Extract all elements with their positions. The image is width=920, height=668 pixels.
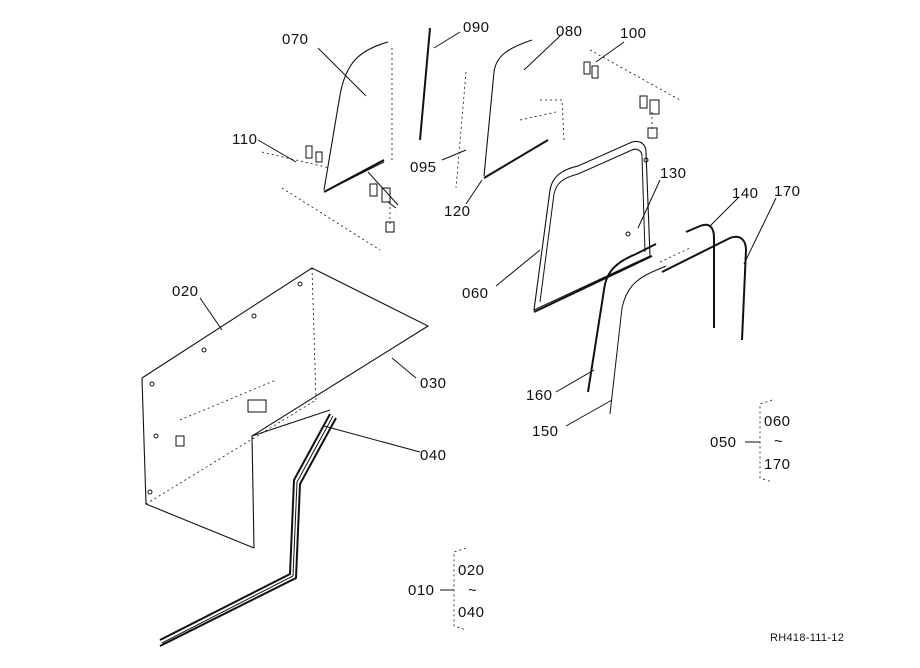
assembly-050-label: 050 xyxy=(710,434,737,451)
seal-strip-090 xyxy=(419,27,467,189)
hinge-100 xyxy=(583,49,681,139)
label-030: 030 xyxy=(420,375,447,392)
assembly-050-tilde: ~ xyxy=(774,433,783,450)
rear-glass-left-070 xyxy=(281,41,399,251)
label-160: 160 xyxy=(526,387,553,404)
label-130: 130 xyxy=(660,165,687,182)
label-120: 120 xyxy=(444,203,471,220)
assembly-050-from: 060 xyxy=(764,413,791,430)
assembly-050: 050 060 ~ 170 xyxy=(710,399,791,483)
hinge-110 xyxy=(261,145,397,233)
rear-glass-right-080 xyxy=(483,39,565,179)
label-150: 150 xyxy=(532,423,559,440)
drawing-code: RH418-111-12 xyxy=(770,632,844,644)
assembly-010-to: 040 xyxy=(458,604,485,621)
rear-panel-020-030 xyxy=(141,267,430,549)
rubber-strips-150-160 xyxy=(587,243,667,415)
label-090: 090 xyxy=(463,19,490,36)
assembly-050-to: 170 xyxy=(764,456,791,473)
label-170: 170 xyxy=(774,183,801,200)
label-140: 140 xyxy=(732,185,759,202)
label-095: 095 xyxy=(410,159,437,176)
label-070: 070 xyxy=(282,31,309,48)
label-100: 100 xyxy=(620,25,647,42)
assembly-010-from: 020 xyxy=(458,562,485,579)
side-window-glass-060 xyxy=(533,140,653,313)
assembly-010-tilde: ~ xyxy=(468,582,477,599)
assembly-010-label: 010 xyxy=(408,582,435,599)
label-040: 040 xyxy=(420,447,447,464)
label-020: 020 xyxy=(172,283,199,300)
gasket-040 xyxy=(159,413,337,647)
window-seals-140-170 xyxy=(659,223,748,341)
leader-lines xyxy=(199,31,777,453)
label-110: 110 xyxy=(232,131,257,148)
label-080: 080 xyxy=(556,23,583,40)
label-060: 060 xyxy=(462,285,489,302)
assembly-010: 010 020 ~ 040 xyxy=(408,547,485,631)
